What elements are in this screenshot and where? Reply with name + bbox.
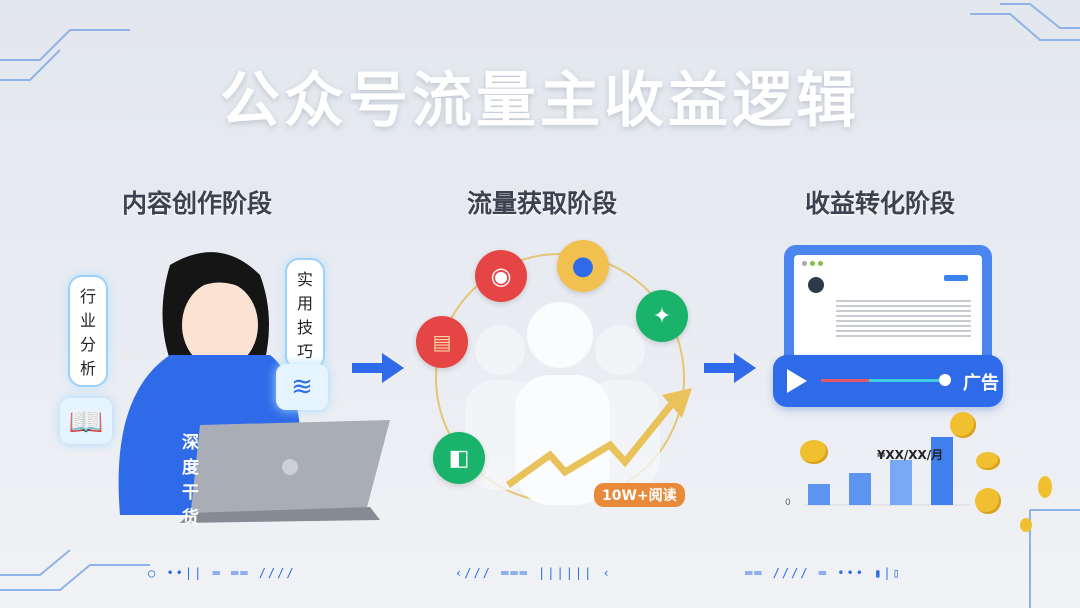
coin-icon [950, 412, 976, 438]
play-icon[interactable] [787, 369, 807, 393]
revenue-bar [931, 437, 953, 505]
hoodie-text: 深度干货 [182, 433, 199, 528]
coin-icon [975, 488, 1001, 514]
bubble-industry-analysis: 行业分析 [68, 275, 109, 387]
revenue-bar [890, 460, 912, 505]
deco-dashes-right: ══ //// ═ ••• ▮|▯ [745, 566, 902, 580]
stage-revenue-label: 收益转化阶段 [805, 189, 956, 218]
creator-girl-illustration [118, 252, 390, 523]
stage-content-label: 内容创作阶段 [122, 189, 273, 218]
progress-played [821, 379, 869, 382]
bubble-practical-tips: 实用技巧 [285, 258, 326, 370]
article-content [794, 255, 982, 360]
window-controls [802, 261, 823, 266]
weibo-icon: ◉ [475, 250, 527, 302]
person-icon: ● [557, 240, 609, 292]
avatar [808, 277, 824, 293]
page-title: 公众号流量主收益逻辑 [220, 66, 860, 136]
deco-dashes-left: ○ ••|| ═ ══ //// [148, 566, 296, 580]
video-ad-player: 广告 [773, 355, 1003, 407]
revenue-bar-chart [805, 437, 970, 506]
article-window [784, 245, 992, 370]
arrow-right-icon [704, 353, 756, 383]
ad-label: 广告 [963, 373, 999, 394]
stage-traffic-label: 流量获取阶段 [467, 189, 618, 218]
deco-dashes-mid: ‹/// ═══ |||||| ‹ [455, 566, 612, 580]
progress-slider-handle[interactable] [939, 374, 951, 386]
coin-icon [1038, 476, 1052, 498]
book-icon: 📖 [60, 398, 112, 444]
megaphone-icon: ◧ [433, 432, 485, 484]
y-tick: 0 [785, 498, 791, 508]
reads-badge: 10W+阅读 [594, 483, 685, 507]
revenue-label: ¥XX/XX/月 [877, 448, 944, 462]
revenue-bar [849, 473, 871, 505]
article-text-lines [836, 297, 971, 337]
document-icon: ≋ [276, 364, 328, 410]
progress-remaining [869, 379, 947, 382]
follow-button[interactable] [944, 275, 968, 281]
revenue-bar [808, 484, 830, 505]
arrow-right-icon [352, 353, 404, 383]
coin-icon [1020, 518, 1032, 532]
bird-icon: ✦ [636, 290, 688, 342]
note-icon: ▤ [416, 316, 468, 368]
coin-icon [976, 452, 1000, 470]
coin-icon [800, 440, 828, 464]
